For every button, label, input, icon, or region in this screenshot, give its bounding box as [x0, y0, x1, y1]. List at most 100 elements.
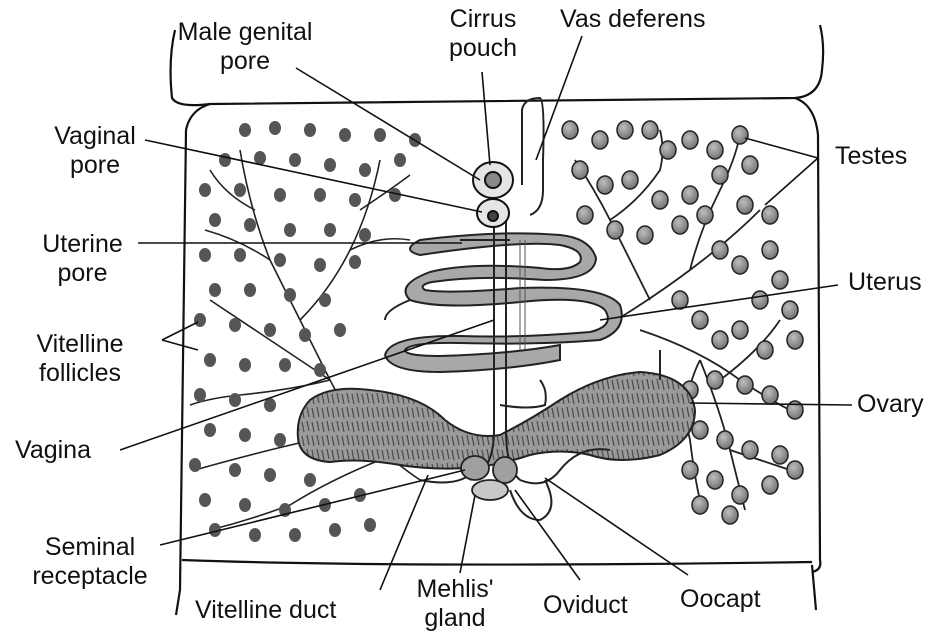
- label-vagina: Vagina: [15, 436, 91, 465]
- vitelline-follicle: [319, 293, 331, 307]
- testis: [757, 341, 773, 359]
- vitelline-follicle: [284, 288, 296, 302]
- label-cirrus-pouch: Cirrus pouch: [433, 5, 533, 63]
- vitelline-follicle: [239, 498, 251, 512]
- vitelline-follicle: [239, 123, 251, 137]
- testis: [622, 171, 638, 189]
- vitelline-follicle: [314, 363, 326, 377]
- testis: [762, 241, 778, 259]
- testis: [742, 441, 758, 459]
- testis: [762, 206, 778, 224]
- label-uterus: Uterus: [848, 268, 922, 297]
- vitelline-follicle: [194, 313, 206, 327]
- testis: [577, 206, 593, 224]
- testis: [712, 241, 728, 259]
- testis: [672, 291, 688, 309]
- testis: [732, 486, 748, 504]
- vitelline-follicle: [204, 353, 216, 367]
- testis: [707, 471, 723, 489]
- vitelline-follicle: [209, 283, 221, 297]
- testis: [660, 141, 676, 159]
- testis: [717, 431, 733, 449]
- label-male-genital-pore: Male genital pore: [165, 18, 325, 76]
- vitelline-follicle: [199, 183, 211, 197]
- testis: [707, 371, 723, 389]
- testis: [617, 121, 633, 139]
- vitelline-follicle: [329, 523, 341, 537]
- vitelline-follicle: [209, 213, 221, 227]
- vitelline-follicle: [334, 323, 346, 337]
- testis: [682, 186, 698, 204]
- vitelline-follicle: [324, 158, 336, 172]
- vitelline-follicle: [289, 153, 301, 167]
- testis: [607, 221, 623, 239]
- testis: [732, 321, 748, 339]
- proglottid-outline: [171, 25, 824, 615]
- vitelline-follicle: [289, 528, 301, 542]
- vitelline-follicle: [239, 358, 251, 372]
- testis: [637, 226, 653, 244]
- vitelline-follicle: [204, 423, 216, 437]
- testis: [692, 311, 708, 329]
- testis: [692, 421, 708, 439]
- vitelline-follicle: [194, 388, 206, 402]
- testis: [712, 331, 728, 349]
- uterus: [385, 233, 622, 372]
- vitelline-follicle: [189, 458, 201, 472]
- label-vitelline-follicles: Vitelline follicles: [10, 330, 150, 388]
- vitelline-follicle: [394, 153, 406, 167]
- vitelline-follicle: [229, 318, 241, 332]
- vitelline-follicle: [314, 188, 326, 202]
- testis: [592, 131, 608, 149]
- testis: [762, 476, 778, 494]
- vitelline-follicle: [264, 468, 276, 482]
- testis: [772, 271, 788, 289]
- vitelline-follicle: [374, 128, 386, 142]
- testis: [737, 376, 753, 394]
- label-ovary: Ovary: [857, 390, 924, 419]
- testis: [742, 156, 758, 174]
- vitelline-follicle: [234, 248, 246, 262]
- vitelline-follicles: [189, 121, 421, 542]
- testis: [712, 166, 728, 184]
- testis: [692, 496, 708, 514]
- label-testes: Testes: [835, 142, 907, 171]
- vitelline-follicle: [304, 123, 316, 137]
- label-uterine-pore: Uterine pore: [25, 230, 140, 288]
- label-oviduct: Oviduct: [543, 591, 628, 620]
- label-mehlis-gland: Mehlis' gland: [405, 575, 505, 633]
- testis: [732, 256, 748, 274]
- vitelline-follicle: [229, 393, 241, 407]
- ovary: [298, 372, 695, 469]
- vitelline-follicle: [349, 193, 361, 207]
- label-vas-deferens: Vas deferens: [560, 5, 705, 34]
- vitelline-follicle: [304, 473, 316, 487]
- testis: [642, 121, 658, 139]
- vitelline-follicle: [359, 228, 371, 242]
- testis: [682, 131, 698, 149]
- vitelline-follicle: [364, 518, 376, 532]
- vitelline-follicle: [314, 258, 326, 272]
- vitelline-follicle: [264, 323, 276, 337]
- testis: [697, 206, 713, 224]
- vitelline-follicle: [219, 153, 231, 167]
- testis: [782, 301, 798, 319]
- vitelline-follicle: [284, 223, 296, 237]
- label-vitelline-duct: Vitelline duct: [195, 596, 336, 625]
- testis: [597, 176, 613, 194]
- vitelline-follicle: [274, 433, 286, 447]
- vitelline-follicle: [339, 128, 351, 142]
- vitelline-follicle: [239, 428, 251, 442]
- testis: [682, 461, 698, 479]
- label-oocapt: Oocapt: [680, 585, 761, 614]
- vitelline-follicle: [349, 255, 361, 269]
- vitelline-follicle: [199, 493, 211, 507]
- testes: [562, 121, 803, 524]
- testis: [572, 161, 588, 179]
- vitelline-follicle: [324, 223, 336, 237]
- testis: [672, 216, 688, 234]
- vitelline-follicle: [299, 328, 311, 342]
- vitelline-follicle: [229, 463, 241, 477]
- testis: [562, 121, 578, 139]
- testis: [707, 141, 723, 159]
